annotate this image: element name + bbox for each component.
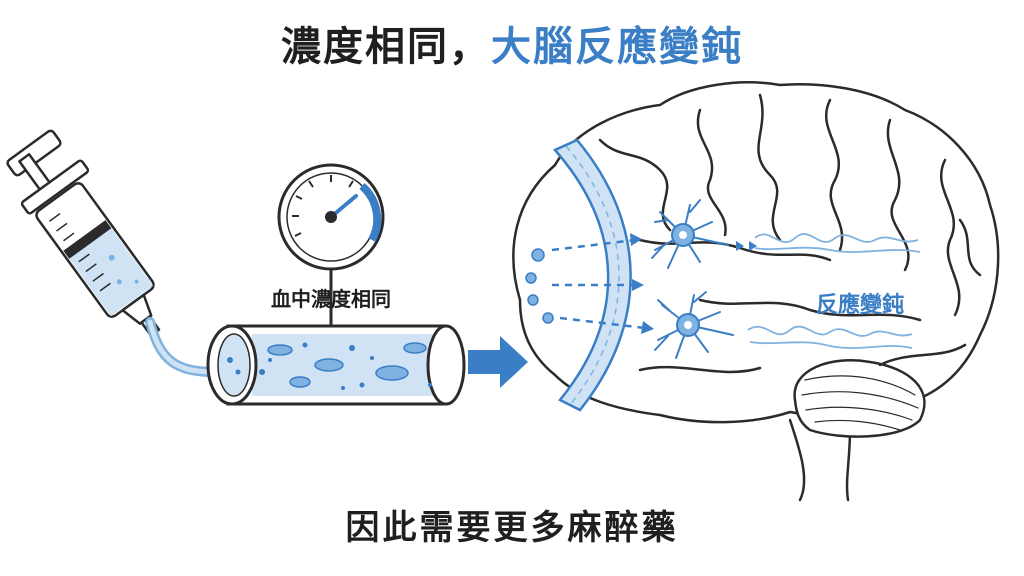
pressure-gauge-icon bbox=[277, 163, 385, 326]
title-part-1: 濃度相同， bbox=[281, 24, 491, 70]
page-title: 濃度相同，大腦反應變鈍 bbox=[0, 14, 1024, 72]
neuron-icon bbox=[651, 199, 734, 359]
gauge-label: 血中濃度相同 bbox=[271, 287, 391, 311]
arrow-right-icon bbox=[468, 336, 528, 388]
footer-caption: 因此需要更多麻醉藥 bbox=[345, 508, 679, 548]
syringe-icon bbox=[6, 129, 161, 337]
diffusion-arrows bbox=[551, 238, 646, 330]
weak-signal-lines bbox=[747, 233, 921, 349]
title-part-2: 大腦反應變鈍 bbox=[491, 24, 743, 70]
blood-brain-barrier bbox=[552, 138, 632, 412]
drug-molecules bbox=[525, 248, 554, 324]
small-arrows bbox=[736, 241, 757, 251]
brain-label: 反應變鈍 bbox=[816, 292, 904, 318]
brain-icon bbox=[512, 81, 1000, 502]
blood-vessel-icon bbox=[206, 324, 466, 406]
